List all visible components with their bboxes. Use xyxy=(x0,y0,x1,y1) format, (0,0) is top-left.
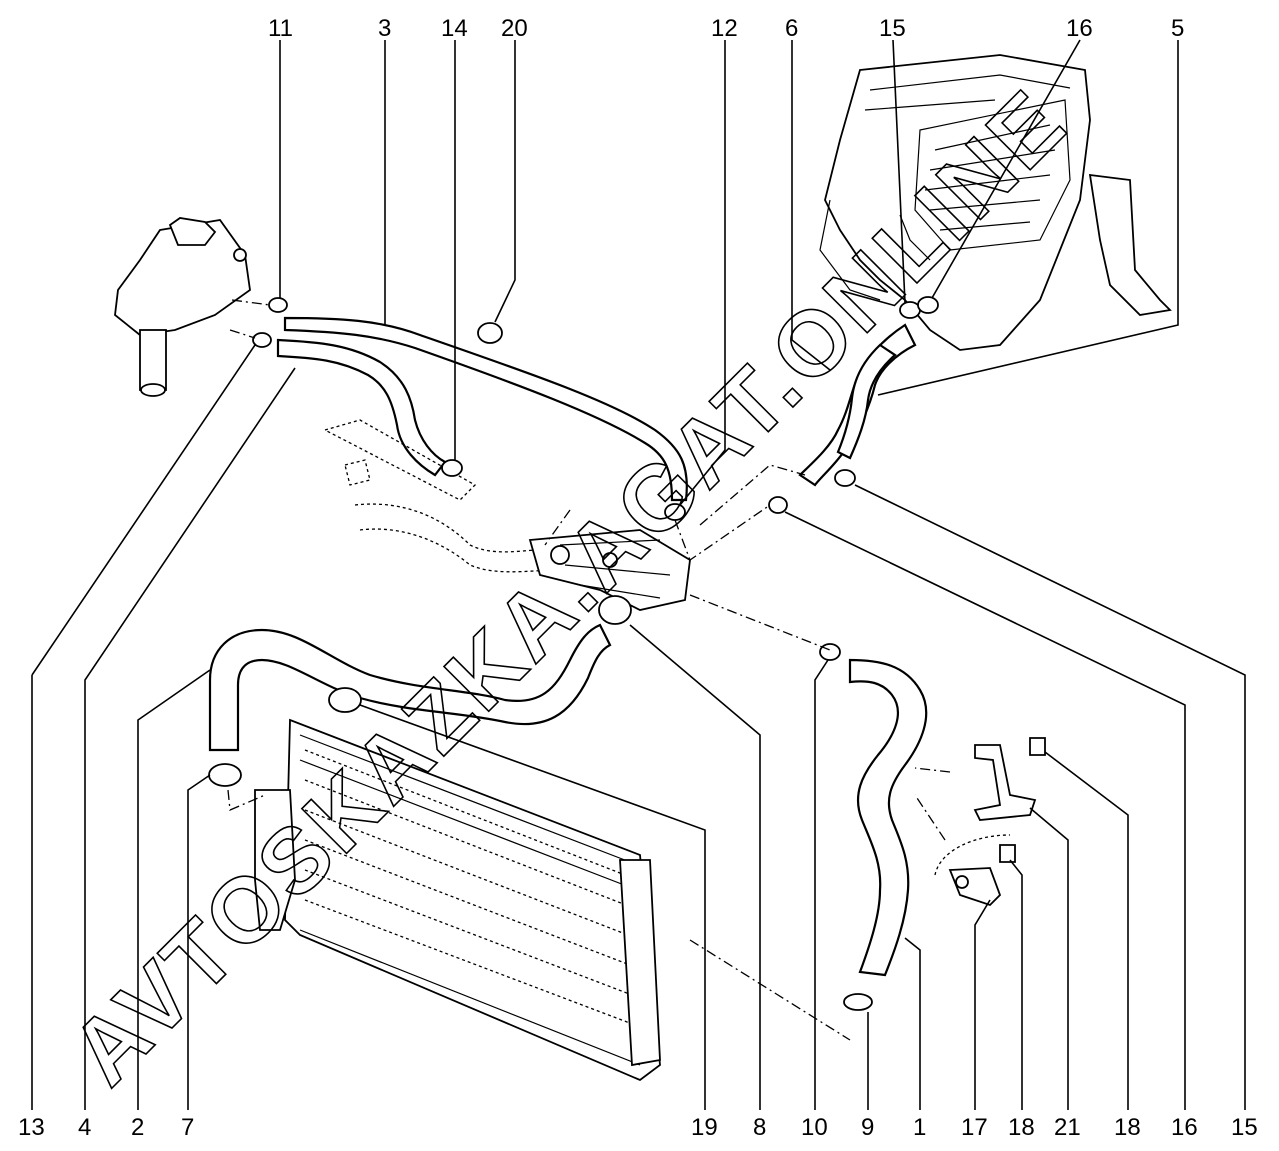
callout-7: 7 xyxy=(181,1114,194,1141)
callout-13: 13 xyxy=(18,1114,45,1141)
callout-16-bottom: 16 xyxy=(1171,1114,1198,1141)
callout-1: 1 xyxy=(913,1114,926,1141)
callout-9: 9 xyxy=(861,1114,874,1141)
brackets xyxy=(934,737,1046,907)
callout-4: 4 xyxy=(78,1114,91,1141)
callout-5: 5 xyxy=(1171,15,1184,42)
clamp-13 xyxy=(252,332,272,348)
expansion-tank xyxy=(114,217,251,397)
clamp-9 xyxy=(843,993,873,1011)
radiator xyxy=(254,718,661,1082)
hose-1 xyxy=(848,658,928,977)
callout-12: 12 xyxy=(711,15,738,42)
callout-8: 8 xyxy=(753,1114,766,1141)
callout-20: 20 xyxy=(501,15,528,42)
callout-14: 14 xyxy=(441,15,468,42)
clamp-16-top xyxy=(917,296,939,314)
hose-5 xyxy=(836,343,897,460)
clamp-11 xyxy=(268,297,288,313)
callout-21: 21 xyxy=(1054,1114,1081,1141)
clamp-19 xyxy=(328,687,362,713)
clamp-20 xyxy=(477,322,503,344)
connection-lines xyxy=(227,299,951,1041)
callout-11: 11 xyxy=(268,15,293,42)
clamp-10 xyxy=(819,643,841,661)
callout-6: 6 xyxy=(785,15,798,42)
callout-16-top: 16 xyxy=(1066,15,1093,42)
callout-15-bottom: 15 xyxy=(1231,1114,1258,1141)
clamp-16-mid xyxy=(768,496,788,514)
callout-18-b: 18 xyxy=(1114,1114,1141,1141)
hose-2 xyxy=(208,623,612,752)
leader-lines xyxy=(31,39,1246,1110)
clamp-15-mid xyxy=(834,469,856,487)
callouts-top: 11 3 14 20 12 6 15 16 5 xyxy=(268,15,1184,42)
callout-19: 19 xyxy=(691,1114,718,1141)
clamp-7 xyxy=(208,763,242,787)
clamps xyxy=(208,296,939,1011)
clamp-8 xyxy=(598,595,632,625)
callout-18-a: 18 xyxy=(1008,1114,1035,1141)
hose-4 xyxy=(276,338,447,477)
hose-3 xyxy=(283,316,688,502)
heater-unit xyxy=(819,54,1172,351)
callout-17: 17 xyxy=(961,1114,988,1141)
callout-2: 2 xyxy=(131,1114,144,1141)
clamp-14 xyxy=(441,459,463,477)
callout-3: 3 xyxy=(378,15,391,42)
callouts-bottom: 13 4 2 7 19 8 10 9 1 17 18 21 18 16 15 xyxy=(18,1114,1258,1141)
callout-15-top: 15 xyxy=(879,15,906,42)
callout-10: 10 xyxy=(801,1114,828,1141)
ghost-pipes xyxy=(323,419,691,611)
